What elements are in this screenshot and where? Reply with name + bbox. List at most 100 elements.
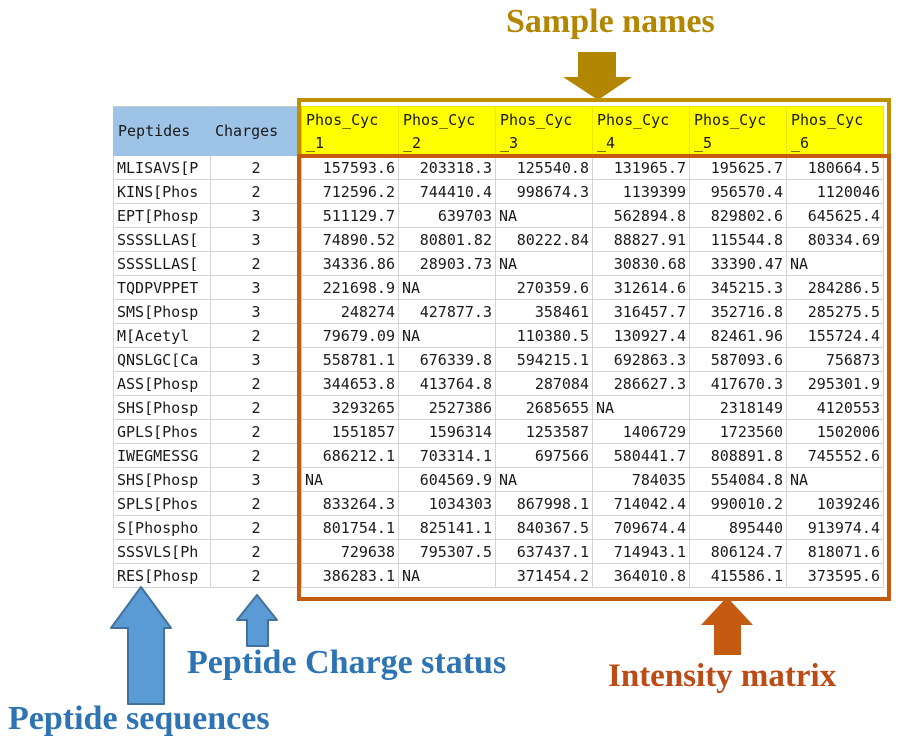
peptide-cell[interactable]: M[Acetyl xyxy=(113,323,211,348)
intensity-cell[interactable]: 30830.68 xyxy=(592,251,690,276)
intensity-cell[interactable]: 594215.1 xyxy=(495,347,593,372)
peptide-cell[interactable]: ASS[Phosp xyxy=(113,371,211,396)
intensity-cell[interactable]: 1120046 xyxy=(786,179,884,204)
intensity-cell[interactable]: NA xyxy=(398,275,496,300)
intensity-cell[interactable]: 316457.7 xyxy=(592,299,690,324)
intensity-cell[interactable]: 895440 xyxy=(689,515,787,540)
intensity-cell[interactable]: 413764.8 xyxy=(398,371,496,396)
intensity-cell[interactable]: 913974.4 xyxy=(786,515,884,540)
intensity-cell[interactable]: 756873 xyxy=(786,347,884,372)
charge-cell[interactable]: 2 xyxy=(210,539,302,564)
column-header-sample[interactable]: Phos_Cyc_5 xyxy=(689,106,787,156)
intensity-cell[interactable]: 998674.3 xyxy=(495,179,593,204)
peptide-cell[interactable]: SSSVLS[Ph xyxy=(113,539,211,564)
intensity-cell[interactable]: 203318.3 xyxy=(398,155,496,180)
intensity-cell[interactable]: 801754.1 xyxy=(301,515,399,540)
peptide-cell[interactable]: RES[Phosp xyxy=(113,563,211,588)
peptide-cell[interactable]: SHS[Phosp xyxy=(113,395,211,420)
intensity-cell[interactable]: 745552.6 xyxy=(786,443,884,468)
charge-cell[interactable]: 2 xyxy=(210,251,302,276)
intensity-cell[interactable]: 714042.4 xyxy=(592,491,690,516)
charge-cell[interactable]: 2 xyxy=(210,395,302,420)
intensity-cell[interactable]: 344653.8 xyxy=(301,371,399,396)
intensity-cell[interactable]: 284286.5 xyxy=(786,275,884,300)
intensity-cell[interactable]: 248274 xyxy=(301,299,399,324)
intensity-cell[interactable]: 554084.8 xyxy=(689,467,787,492)
intensity-cell[interactable]: 829802.6 xyxy=(689,203,787,228)
intensity-cell[interactable]: NA xyxy=(495,467,593,492)
intensity-cell[interactable]: 604569.9 xyxy=(398,467,496,492)
intensity-cell[interactable]: 373595.6 xyxy=(786,563,884,588)
peptide-cell[interactable]: EPT[Phosp xyxy=(113,203,211,228)
intensity-cell[interactable]: NA xyxy=(301,467,399,492)
intensity-cell[interactable]: NA xyxy=(398,563,496,588)
charge-cell[interactable]: 2 xyxy=(210,323,302,348)
intensity-cell[interactable]: 312614.6 xyxy=(592,275,690,300)
intensity-cell[interactable]: 286627.3 xyxy=(592,371,690,396)
intensity-cell[interactable]: NA xyxy=(495,203,593,228)
charge-cell[interactable]: 2 xyxy=(210,563,302,588)
peptide-cell[interactable]: SSSSLLAS[ xyxy=(113,251,211,276)
column-header-sample[interactable]: Phos_Cyc_1 xyxy=(301,106,399,156)
column-header-charges[interactable]: Charges xyxy=(210,106,302,156)
peptide-cell[interactable]: MLISAVS[P xyxy=(113,155,211,180)
intensity-cell[interactable]: 833264.3 xyxy=(301,491,399,516)
charge-cell[interactable]: 2 xyxy=(210,443,302,468)
intensity-cell[interactable]: 714943.1 xyxy=(592,539,690,564)
intensity-cell[interactable]: 2527386 xyxy=(398,395,496,420)
intensity-cell[interactable]: 80222.84 xyxy=(495,227,593,252)
intensity-cell[interactable]: 990010.2 xyxy=(689,491,787,516)
intensity-cell[interactable]: NA xyxy=(786,251,884,276)
intensity-cell[interactable]: 358461 xyxy=(495,299,593,324)
intensity-cell[interactable]: NA xyxy=(786,467,884,492)
charge-cell[interactable]: 3 xyxy=(210,467,302,492)
intensity-cell[interactable]: 82461.96 xyxy=(689,323,787,348)
charge-cell[interactable]: 3 xyxy=(210,275,302,300)
intensity-cell[interactable]: 285275.5 xyxy=(786,299,884,324)
intensity-cell[interactable]: 692863.3 xyxy=(592,347,690,372)
intensity-cell[interactable]: 2318149 xyxy=(689,395,787,420)
intensity-cell[interactable]: 1034303 xyxy=(398,491,496,516)
intensity-cell[interactable]: 80334.69 xyxy=(786,227,884,252)
charge-cell[interactable]: 3 xyxy=(210,227,302,252)
intensity-cell[interactable]: 79679.09 xyxy=(301,323,399,348)
intensity-cell[interactable]: 34336.86 xyxy=(301,251,399,276)
peptide-cell[interactable]: SPLS[Phos xyxy=(113,491,211,516)
intensity-cell[interactable]: 364010.8 xyxy=(592,563,690,588)
intensity-cell[interactable]: 33390.47 xyxy=(689,251,787,276)
intensity-cell[interactable]: 371454.2 xyxy=(495,563,593,588)
intensity-cell[interactable]: 28903.73 xyxy=(398,251,496,276)
intensity-cell[interactable]: 956570.4 xyxy=(689,179,787,204)
intensity-cell[interactable]: 587093.6 xyxy=(689,347,787,372)
intensity-cell[interactable]: 131965.7 xyxy=(592,155,690,180)
intensity-cell[interactable]: 1406729 xyxy=(592,419,690,444)
intensity-cell[interactable]: 806124.7 xyxy=(689,539,787,564)
charge-cell[interactable]: 2 xyxy=(210,155,302,180)
intensity-cell[interactable]: 415586.1 xyxy=(689,563,787,588)
intensity-cell[interactable]: 1502006 xyxy=(786,419,884,444)
intensity-cell[interactable]: 645625.4 xyxy=(786,203,884,228)
intensity-cell[interactable]: 1723560 xyxy=(689,419,787,444)
charge-cell[interactable]: 2 xyxy=(210,491,302,516)
intensity-cell[interactable]: 744410.4 xyxy=(398,179,496,204)
intensity-cell[interactable]: 1139399 xyxy=(592,179,690,204)
intensity-cell[interactable]: 1596314 xyxy=(398,419,496,444)
intensity-cell[interactable]: 784035 xyxy=(592,467,690,492)
intensity-cell[interactable]: 417670.3 xyxy=(689,371,787,396)
intensity-cell[interactable]: 795307.5 xyxy=(398,539,496,564)
intensity-cell[interactable]: 729638 xyxy=(301,539,399,564)
intensity-cell[interactable]: 2685655 xyxy=(495,395,593,420)
intensity-cell[interactable]: NA xyxy=(398,323,496,348)
peptide-cell[interactable]: GPLS[Phos xyxy=(113,419,211,444)
intensity-cell[interactable]: 703314.1 xyxy=(398,443,496,468)
peptide-cell[interactable]: SMS[Phosp xyxy=(113,299,211,324)
intensity-cell[interactable]: 840367.5 xyxy=(495,515,593,540)
intensity-cell[interactable]: 427877.3 xyxy=(398,299,496,324)
intensity-cell[interactable]: 562894.8 xyxy=(592,203,690,228)
intensity-cell[interactable]: 558781.1 xyxy=(301,347,399,372)
intensity-cell[interactable]: NA xyxy=(495,251,593,276)
intensity-cell[interactable]: 195625.7 xyxy=(689,155,787,180)
intensity-cell[interactable]: 88827.91 xyxy=(592,227,690,252)
peptide-cell[interactable]: IWEGMESSG xyxy=(113,443,211,468)
intensity-cell[interactable]: 867998.1 xyxy=(495,491,593,516)
